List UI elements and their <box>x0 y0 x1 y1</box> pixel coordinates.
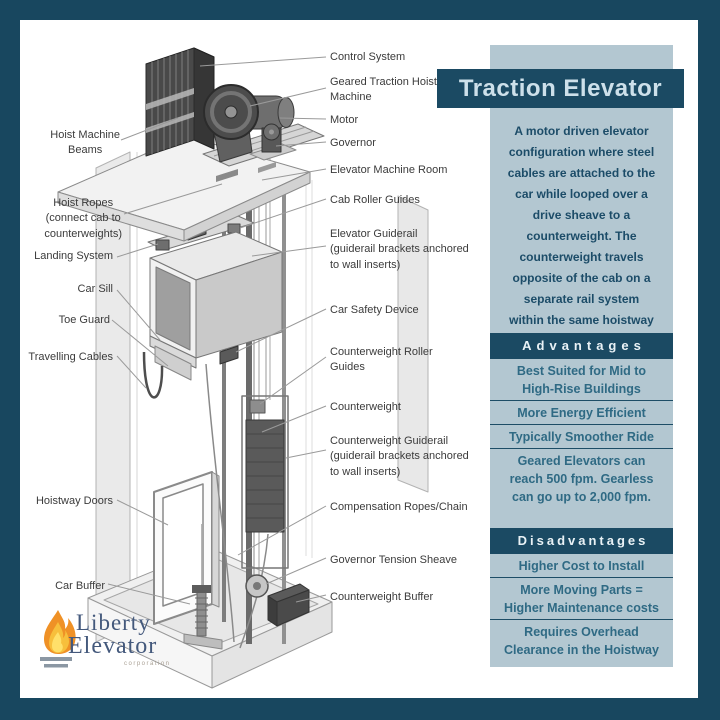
label-counterweight: Counterweight <box>330 401 401 413</box>
disadvantages-header: Disadvantages <box>490 528 673 554</box>
car-buffer <box>183 524 223 650</box>
disadvantage-item: Requires Overhead Clearance in the Hoist… <box>490 619 673 661</box>
label-elevator-guiderail: Elevator Guiderail (guiderail brackets a… <box>330 228 469 271</box>
disadvantage-item: More Moving Parts = Higher Maintenance c… <box>490 577 673 619</box>
label-hoist-machine-beams: Hoist Machine Beams <box>50 129 120 157</box>
label-car-buffer: Car Buffer <box>55 580 105 592</box>
label-cab-roller-guides: Cab Roller Guides <box>330 194 420 206</box>
label-car-safety-device: Car Safety Device <box>330 304 419 316</box>
elevator-cab <box>142 215 283 399</box>
advantage-item: More Energy Efficient <box>490 400 673 424</box>
label-counterweight-roller-guides: Counterweight Roller Guides <box>330 346 433 374</box>
page-title: Traction Elevator <box>458 75 663 102</box>
label-counterweight-guiderail: Counterweight Guiderail (guiderail brack… <box>330 435 469 478</box>
governor-tension-sheave <box>245 574 269 598</box>
governor-device <box>249 123 297 161</box>
counterweight <box>241 395 289 569</box>
label-governor: Governor <box>330 137 376 149</box>
counterweight-buffer <box>267 583 310 627</box>
logo-line1: Liberty <box>76 610 151 635</box>
hoistway-door-frame <box>153 471 220 625</box>
label-governor-tension-sheave: Governor Tension Sheave <box>330 554 457 566</box>
hoistway-walls <box>95 151 429 643</box>
label-control-system: Control System <box>330 51 406 63</box>
label-motor: Motor <box>330 114 359 126</box>
label-hoistway-doors: Hoistway Doors <box>35 495 113 507</box>
label-landing-system: Landing System <box>34 250 113 262</box>
info-panel: A motor driven elevator configuration wh… <box>490 45 673 667</box>
advantage-item: Typically Smoother Ride <box>490 424 673 448</box>
control-cabinet <box>145 47 215 157</box>
title-banner: Traction Elevator <box>437 69 684 108</box>
label-travelling-cables: Travelling Cables <box>28 351 113 363</box>
advantages-header: Advantages <box>490 333 673 359</box>
advantage-item: Geared Elevators can reach 500 fpm. Gear… <box>490 448 673 508</box>
label-car-sill: Car Sill <box>77 283 113 295</box>
disadvantage-item: Higher Cost to Install <box>518 558 645 573</box>
leader-lines <box>107 56 327 605</box>
panel-description: A motor driven elevator configuration wh… <box>507 124 656 327</box>
advantage-item: Best Suited for Mid to High-Rise Buildin… <box>516 363 647 396</box>
flame-icon <box>38 608 82 670</box>
label-compensation-ropes-chain: Compensation Ropes/Chain <box>330 501 468 513</box>
logo-subtext: corporation <box>124 661 171 667</box>
label-geared-traction-hoist-machine: Geared Traction Hoist Machine <box>330 76 437 104</box>
label-elevator-machine-room: Elevator Machine Room <box>330 164 448 176</box>
label-counterweight-buffer: Counterweight Buffer <box>330 591 434 603</box>
disadvantages-list: Higher Cost to Install More Moving Parts… <box>490 554 673 661</box>
logo-line2: Elevator <box>68 633 158 659</box>
advantages-list: Best Suited for Mid to High-Rise Buildin… <box>490 359 673 508</box>
label-hoist-ropes: Hoist Ropes (connect cab to counterweigh… <box>44 197 122 240</box>
label-toe-guard: Toe Guard <box>58 314 110 326</box>
compensation-ropes <box>205 363 269 649</box>
